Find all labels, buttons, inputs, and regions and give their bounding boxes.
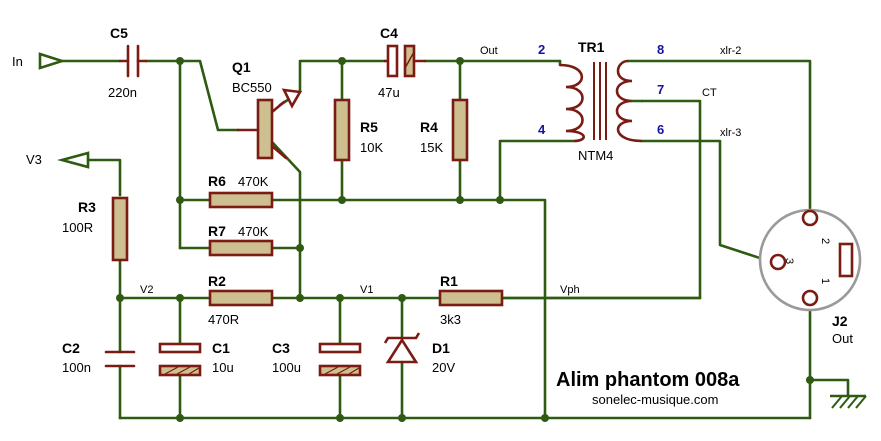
c4-ref: C4 <box>380 25 398 41</box>
supply-port: V3 <box>26 151 90 169</box>
net-v1-label: V1 <box>360 284 373 296</box>
c1-ref: C1 <box>212 340 230 356</box>
r1-ref: R1 <box>440 273 458 289</box>
q1-value: BC550 <box>232 80 272 95</box>
net-vph-label: Vph <box>560 284 580 296</box>
net-xlr3-label: xlr-3 <box>720 127 741 139</box>
tr1-pin-8: 8 <box>657 42 664 57</box>
r6-value: 470K <box>238 174 269 189</box>
schematic-title: Alim phantom 008a <box>556 369 740 391</box>
tr1-pin-6: 6 <box>657 122 664 137</box>
input-port: In <box>12 52 67 70</box>
r7-value: 470K <box>238 224 269 239</box>
r6-ref: R6 <box>208 173 226 189</box>
r2-value: 470R <box>208 312 239 327</box>
capacitor-c4: C4 47u <box>378 25 427 100</box>
c1-value: 10u <box>212 360 234 375</box>
tr1-value: NTM4 <box>578 148 613 163</box>
d1-value: 20V <box>432 360 455 375</box>
r4-value: 15K <box>420 140 443 155</box>
r3-value: 100R <box>62 220 93 235</box>
c5-ref: C5 <box>110 25 128 41</box>
net-out-label: Out <box>480 45 498 57</box>
tr1-pin-7: 7 <box>657 82 664 97</box>
resistor-r7: R7 470K <box>208 223 274 257</box>
r1-value: 3k3 <box>440 312 461 327</box>
j2-pin-3: 3 <box>783 258 795 264</box>
c4-value: 47u <box>378 85 400 100</box>
net-xlr2-label: xlr-2 <box>720 45 741 57</box>
r2-ref: R2 <box>208 273 226 289</box>
r4-ref: R4 <box>420 119 438 135</box>
resistor-r1: R1 3k3 <box>438 273 504 327</box>
xlr-connector-j2: 2 3 1 J2 Out <box>758 208 862 346</box>
input-port-label: In <box>12 54 23 69</box>
net-labels: Out xlr-2 CT xlr-3 V2 V1 Vph <box>140 45 741 296</box>
j2-ref: J2 <box>832 313 848 329</box>
r5-ref: R5 <box>360 119 378 135</box>
capacitor-c2: C2 100n <box>62 340 136 375</box>
capacitor-c5: C5 220n <box>108 25 148 100</box>
capacitor-c1: C1 10u <box>158 340 234 377</box>
resistor-r6: R6 470K <box>208 173 274 209</box>
zener-d1: D1 20V <box>383 332 455 375</box>
tr1-ref: TR1 <box>578 39 605 55</box>
transistor-q1: Q1 BC550 <box>232 59 303 160</box>
j2-pin-1: 1 <box>819 278 831 284</box>
transformer-tr1: TR1 NTM4 2 4 8 7 6 <box>538 39 664 163</box>
resistor-r5: R5 10K <box>333 98 383 162</box>
q1-ref: Q1 <box>232 59 251 75</box>
c2-ref: C2 <box>62 340 80 356</box>
resistor-r4: R4 15K <box>420 98 469 162</box>
resistor-r3: R3 100R <box>62 196 129 262</box>
c3-value: 100u <box>272 360 301 375</box>
net-v2-label: V2 <box>140 284 153 296</box>
j2-value: Out <box>832 331 853 346</box>
r7-ref: R7 <box>208 223 226 239</box>
r5-value: 10K <box>360 140 383 155</box>
tr1-pin-2: 2 <box>538 42 545 57</box>
r3-ref: R3 <box>78 199 96 215</box>
j2-pin-2: 2 <box>819 238 831 244</box>
d1-ref: D1 <box>432 340 450 356</box>
c2-value: 100n <box>62 360 91 375</box>
ground-icon <box>830 394 867 409</box>
tr1-pin-4: 4 <box>538 122 546 137</box>
c3-ref: C3 <box>272 340 290 356</box>
supply-port-label: V3 <box>26 152 42 167</box>
website-label: sonelec-musique.com <box>592 392 718 407</box>
capacitor-c3: C3 100u <box>272 340 362 377</box>
junction-dots <box>116 57 814 422</box>
c5-value: 220n <box>108 85 137 100</box>
net-ct-label: CT <box>702 87 717 99</box>
resistor-r2: R2 470R <box>208 273 274 327</box>
